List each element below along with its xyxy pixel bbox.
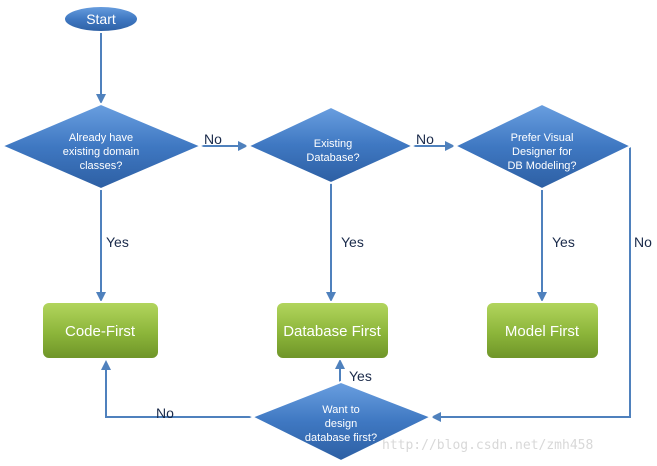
start-label: Start (86, 11, 116, 27)
edge-label-database-no: No (416, 131, 434, 147)
decision-visual-designer: Prefer Visual Designer for DB Modeling? (452, 102, 634, 191)
outcome-code-first-label: Code-First (65, 323, 136, 340)
decision-existing-database: Existing Database? (245, 105, 416, 185)
decision-domain-classes-line-3: classes? (80, 160, 123, 172)
outcome-model-first-label: Model First (505, 323, 580, 340)
connector-design-no (101, 360, 252, 418)
edge-label-database-yes: Yes (341, 234, 364, 250)
outcome-code-first: Code-First (41, 301, 160, 360)
edge-label-design-yes: Yes (349, 368, 372, 384)
outcome-database-first: Database First (275, 301, 390, 360)
outcome-database-first-label: Database First (283, 323, 381, 340)
connector-visual-no (431, 146, 631, 422)
edge-label-visual-no: No (634, 234, 652, 250)
decision-domain-classes-line-1: Already have (69, 132, 133, 144)
outcome-model-first: Model First (485, 301, 600, 360)
edge-label-design-no: No (156, 405, 174, 421)
decision-existing-database-line-2: Database? (306, 152, 359, 164)
edge-label-visual-yes: Yes (552, 234, 575, 250)
watermark: http://blog.csdn.net/zmh458 (382, 438, 593, 453)
decision-domain-classes: Already have existing domain classes? (0, 102, 204, 191)
decision-visual-designer-line-1: Prefer Visual (511, 132, 574, 144)
decision-existing-database-line-1: Existing (314, 138, 353, 150)
decision-domain-classes-line-2: existing domain (63, 146, 139, 158)
decision-design-db-first-line-1: Want to (322, 404, 360, 416)
decision-design-db-first-line-3: database first? (305, 432, 377, 444)
edge-label-domain-yes: Yes (106, 234, 129, 250)
decision-visual-designer-line-3: DB Modeling? (507, 160, 576, 172)
edge-label-domain-no: No (204, 131, 222, 147)
decision-visual-designer-line-2: Designer for (512, 146, 572, 158)
decision-design-db-first: Want to design database first? (249, 380, 434, 463)
start-node: Start (63, 5, 139, 33)
decision-design-db-first-line-2: design (325, 418, 357, 430)
